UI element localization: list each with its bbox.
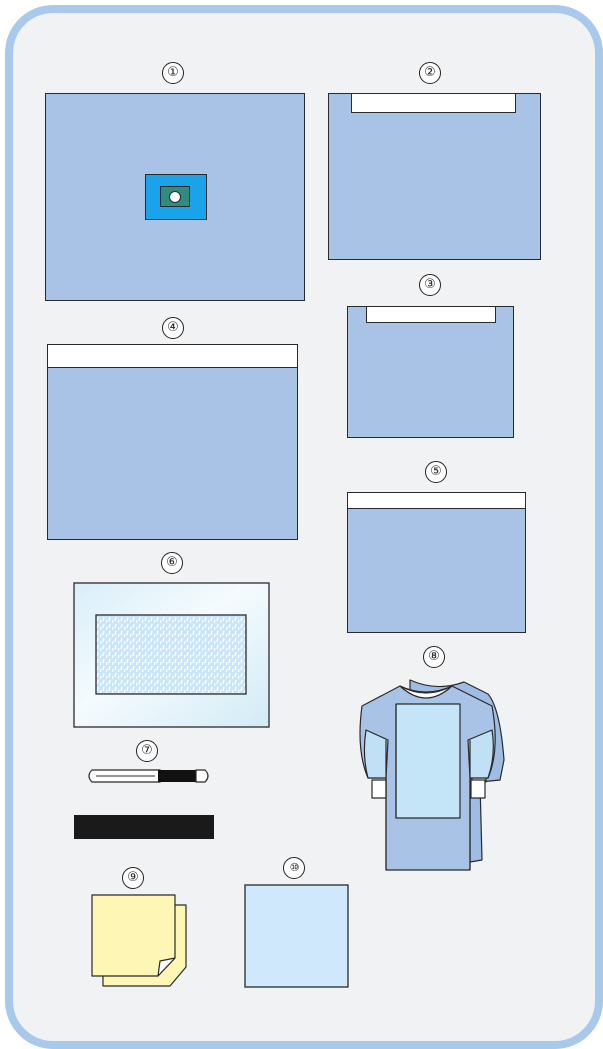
surgical-gowns — [360, 680, 504, 870]
ruler — [74, 815, 214, 839]
paper-towels — [92, 895, 186, 986]
incise-film — [74, 583, 269, 727]
marker-pen — [89, 770, 208, 782]
towel — [245, 885, 348, 987]
